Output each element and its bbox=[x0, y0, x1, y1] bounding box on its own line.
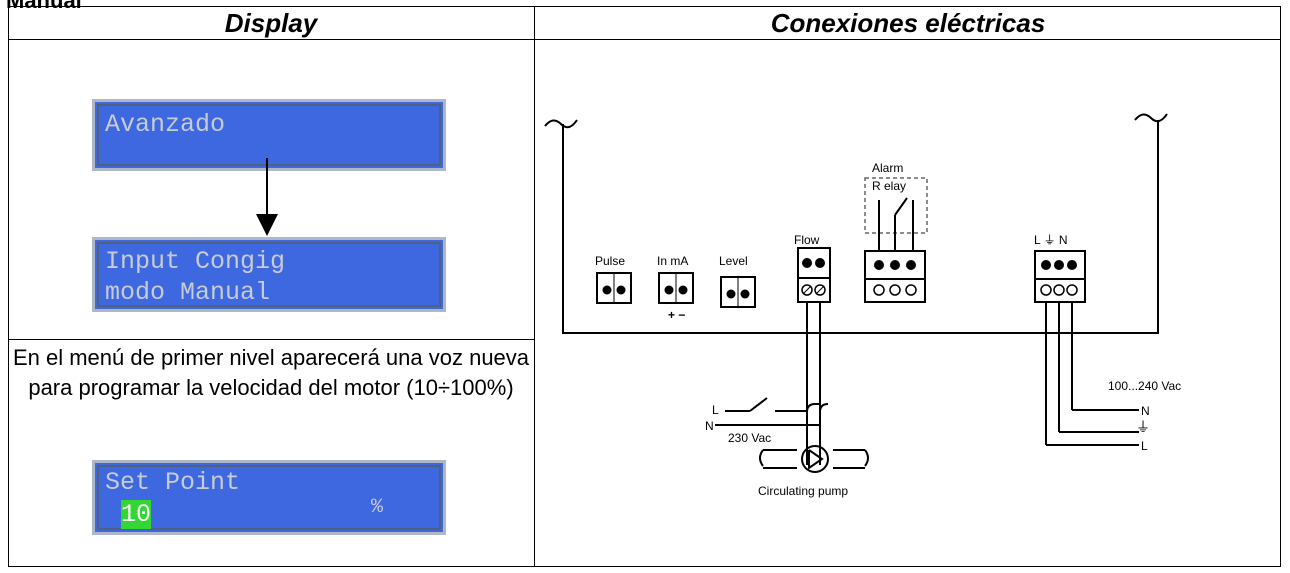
display-header: Display bbox=[224, 8, 318, 38]
arrow-down-icon bbox=[256, 214, 278, 236]
label-pump-n: N bbox=[705, 419, 714, 433]
label-pump: Circulating pump bbox=[758, 484, 848, 498]
label-power: L ⏚ N bbox=[1034, 233, 1068, 247]
set-point-highlight: 10 bbox=[121, 500, 152, 529]
table-frame bbox=[8, 6, 1281, 567]
set-point-value: 10 bbox=[121, 500, 152, 530]
lcd-screen-input-config: Input Congig modo Manual bbox=[92, 237, 446, 312]
lcd-screen-set-point: Set Point 10 % bbox=[92, 460, 446, 535]
label-in-ma-polarity: + − bbox=[668, 308, 685, 322]
label-level: Level bbox=[719, 254, 748, 268]
row-divider bbox=[8, 339, 535, 340]
description-text: En el menú de primer nivel aparecerá una… bbox=[12, 345, 530, 400]
lcd-line-1: Input Congig bbox=[105, 247, 286, 276]
header-divider bbox=[8, 39, 1281, 40]
label-pump-voltage: 230 Vac bbox=[728, 431, 771, 445]
label-supply-ground: ⏚ bbox=[1136, 419, 1150, 435]
label-alarm: Alarm bbox=[872, 161, 903, 175]
connections-header: Conexiones eléctricas bbox=[770, 8, 1046, 38]
label-pulse: Pulse bbox=[595, 254, 625, 268]
label-flow: Flow bbox=[794, 233, 820, 247]
label-pump-l: L bbox=[712, 403, 719, 417]
lcd-screen-avanzado: Avanzado bbox=[92, 99, 446, 171]
terminal-level bbox=[720, 276, 756, 308]
label-relay: R elay bbox=[872, 179, 906, 193]
enclosure-line bbox=[562, 120, 1159, 334]
terminal-flow bbox=[797, 247, 831, 303]
wiring-diagram: Pulse In mA + − Level Flow Alarm R elay … bbox=[544, 113, 1181, 498]
lcd-line-1: Set Point bbox=[105, 468, 241, 497]
label-in-ma: In mA bbox=[657, 254, 688, 268]
percent-unit: % bbox=[371, 496, 384, 519]
terminal-pulse bbox=[596, 272, 632, 304]
terminal-power bbox=[1034, 250, 1086, 303]
lcd-line-2: modo Manual bbox=[105, 278, 271, 307]
tilde-left-icon bbox=[544, 119, 578, 129]
label-supply-l: L bbox=[1141, 439, 1148, 453]
flow-arrow bbox=[266, 158, 268, 218]
label-supply-n: N bbox=[1141, 404, 1150, 418]
tilde-right-icon bbox=[1134, 113, 1168, 123]
terminal-in-ma bbox=[658, 272, 694, 304]
label-supply-voltage: 100...240 Vac bbox=[1108, 379, 1181, 393]
terminal-alarm-relay bbox=[864, 250, 926, 303]
lcd-line-1: Avanzado bbox=[105, 110, 226, 139]
column-divider bbox=[534, 6, 535, 567]
